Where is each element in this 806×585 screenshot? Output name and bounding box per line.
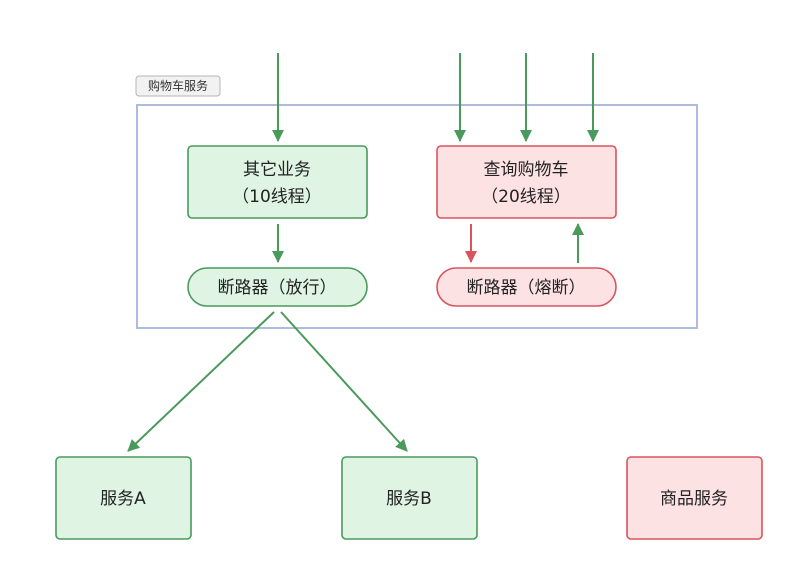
- service-a-node: [55, 456, 192, 540]
- arrow-breaker-to-service-b: [280, 311, 408, 452]
- service-b-label: 服务B: [386, 489, 432, 509]
- product-service-node: [626, 456, 763, 540]
- product-service-label: 商品服务: [660, 489, 728, 509]
- group-label: 购物车服务: [148, 78, 208, 93]
- query-cart-node: [436, 145, 617, 219]
- breaker-pass-label: 断路器（放行）: [218, 278, 337, 298]
- breaker-fuse-label: 断路器（熔断）: [467, 278, 586, 298]
- query-cart-title: 查询购物车: [484, 160, 569, 180]
- cart-service-group: [136, 104, 698, 329]
- other-business-title: 其它业务: [243, 160, 311, 180]
- other-business-node: [187, 145, 368, 219]
- other-business-threads: （10线程）: [232, 187, 322, 207]
- query-cart-threads: （20线程）: [481, 187, 571, 207]
- breaker-pass-node: [187, 267, 368, 307]
- service-a-label: 服务A: [100, 489, 146, 509]
- arrow-breaker-to-service-a: [127, 311, 275, 452]
- breaker-fuse-node: [436, 267, 617, 307]
- service-b-node: [341, 456, 478, 540]
- group-label-box: [135, 75, 221, 97]
